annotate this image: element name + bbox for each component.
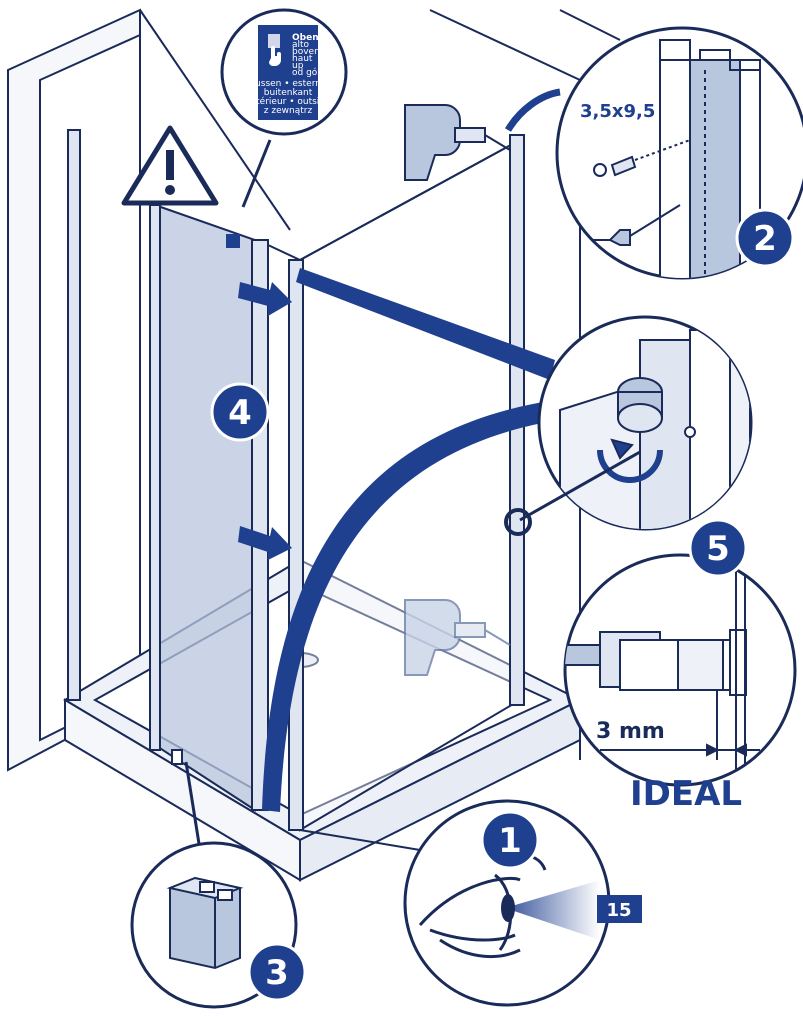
gap-measure-label: 3 mm: [596, 719, 665, 744]
sticker-line: buitenkant: [264, 88, 313, 98]
warning-triangle-icon: [121, 125, 219, 206]
sticker-line: extérieur • outside: [245, 96, 331, 107]
step-badge-3: 3: [247, 942, 307, 1002]
drill-icon: [404, 104, 511, 181]
detail-hinge-callout: [504, 315, 753, 536]
sticker-line: z zewnątrz: [264, 106, 313, 116]
ideal-label: IDEAL: [630, 774, 742, 814]
callout-lines: [184, 88, 561, 851]
sticker-callout: Oben alto boven haut up od góry aussen •…: [220, 8, 348, 136]
step-number: 4: [228, 393, 252, 433]
step-number: 5: [706, 529, 730, 569]
arrow-icon: [238, 282, 292, 560]
step-badge-2: 2: [735, 208, 795, 268]
glass-panels: [67, 129, 525, 832]
step-badge-1: 1: [480, 810, 540, 870]
sticker-line: alto: [292, 40, 310, 50]
detail-screw-callout: 3,5x9,5: [555, 26, 803, 280]
sticker-line: od góry: [292, 67, 327, 78]
sticker-line: haut: [292, 54, 313, 64]
wait-value: 15: [606, 900, 631, 921]
step-badge-5: 5: [688, 518, 748, 578]
step-number: 3: [265, 953, 289, 993]
sticker-line: boven: [292, 47, 320, 57]
screw-size-label: 3,5x9,5: [580, 101, 655, 122]
detail-gap-callout: 3 mm IDEAL: [563, 553, 797, 814]
hand-icon: [268, 34, 281, 66]
drill-icon-lower: [404, 599, 511, 676]
step-number: 1: [498, 821, 522, 861]
sticker-mark: [226, 234, 240, 248]
step-number: 2: [753, 219, 777, 259]
clip-icon: [166, 876, 244, 970]
wait-value-box: [597, 895, 642, 923]
sticker-line: aussen • esterno: [250, 79, 327, 89]
sticker-line: Oben: [292, 33, 319, 43]
step-badge-4: 4: [210, 382, 270, 442]
sticker-line: up: [292, 61, 304, 71]
